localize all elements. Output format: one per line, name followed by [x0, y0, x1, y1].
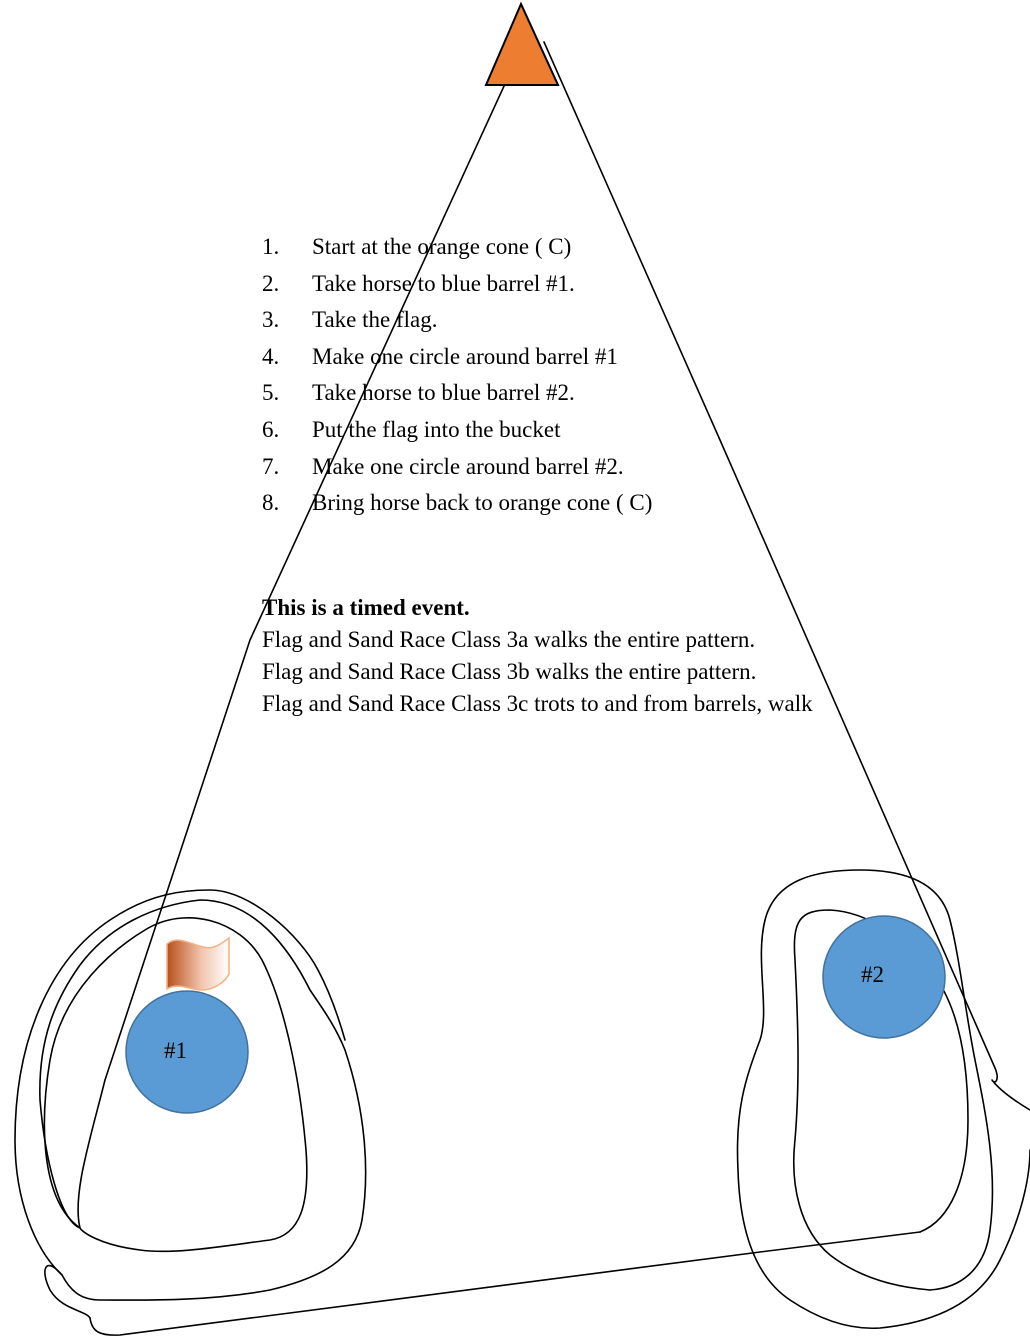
flag-icon — [166, 936, 230, 991]
path-cone-to-barrel-2 — [543, 41, 1030, 1111]
path-sweep-to-barrel-2 — [14, 889, 921, 1336]
path-to-barrel-1 — [77, 72, 511, 1229]
orange-cone — [484, 1, 560, 86]
class-note: Flag and Sand Race Class 3c trots to and… — [262, 691, 813, 716]
instruction-step: 1.Start at the orange cone ( C) — [262, 234, 572, 259]
barrel-2-outer-loop — [736, 869, 1030, 1330]
instruction-step: 7.Make one circle around barrel #2. — [262, 453, 624, 479]
instructions-list: 1.Start at the orange cone ( C) 2.Take h… — [262, 229, 652, 522]
barrel-1-outer-loop — [39, 899, 367, 1301]
class-note: Flag and Sand Race Class 3b walks the en… — [262, 659, 757, 684]
rider-path — [14, 41, 1030, 1336]
barrel-2 — [822, 915, 946, 1039]
instruction-step: 8.Bring horse back to orange cone ( C) — [262, 490, 653, 516]
barrel-1-inner-loop — [43, 917, 308, 1253]
barrel-2-inner-loop — [792, 909, 969, 1291]
instruction-step: 4.Make one circle around barrel #1 — [262, 343, 618, 369]
path-bottom-return — [44, 1264, 91, 1319]
barrel-2-label: #2 — [861, 962, 884, 987]
instruction-step: 2.Take horse to blue barrel #1. — [262, 270, 575, 296]
event-info: This is a timed event. Flag and Sand Rac… — [262, 592, 813, 720]
barrel-1 — [125, 990, 249, 1114]
instruction-step: 6.Put the flag into the bucket — [262, 416, 561, 442]
timed-event-heading: This is a timed event. — [262, 595, 470, 620]
instruction-step: 3.Take the flag. — [262, 307, 438, 333]
barrel-1-label: #1 — [164, 1038, 187, 1063]
instruction-step: 5.Take horse to blue barrel #2. — [262, 380, 575, 406]
class-note: Flag and Sand Race Class 3a walks the en… — [262, 627, 756, 652]
